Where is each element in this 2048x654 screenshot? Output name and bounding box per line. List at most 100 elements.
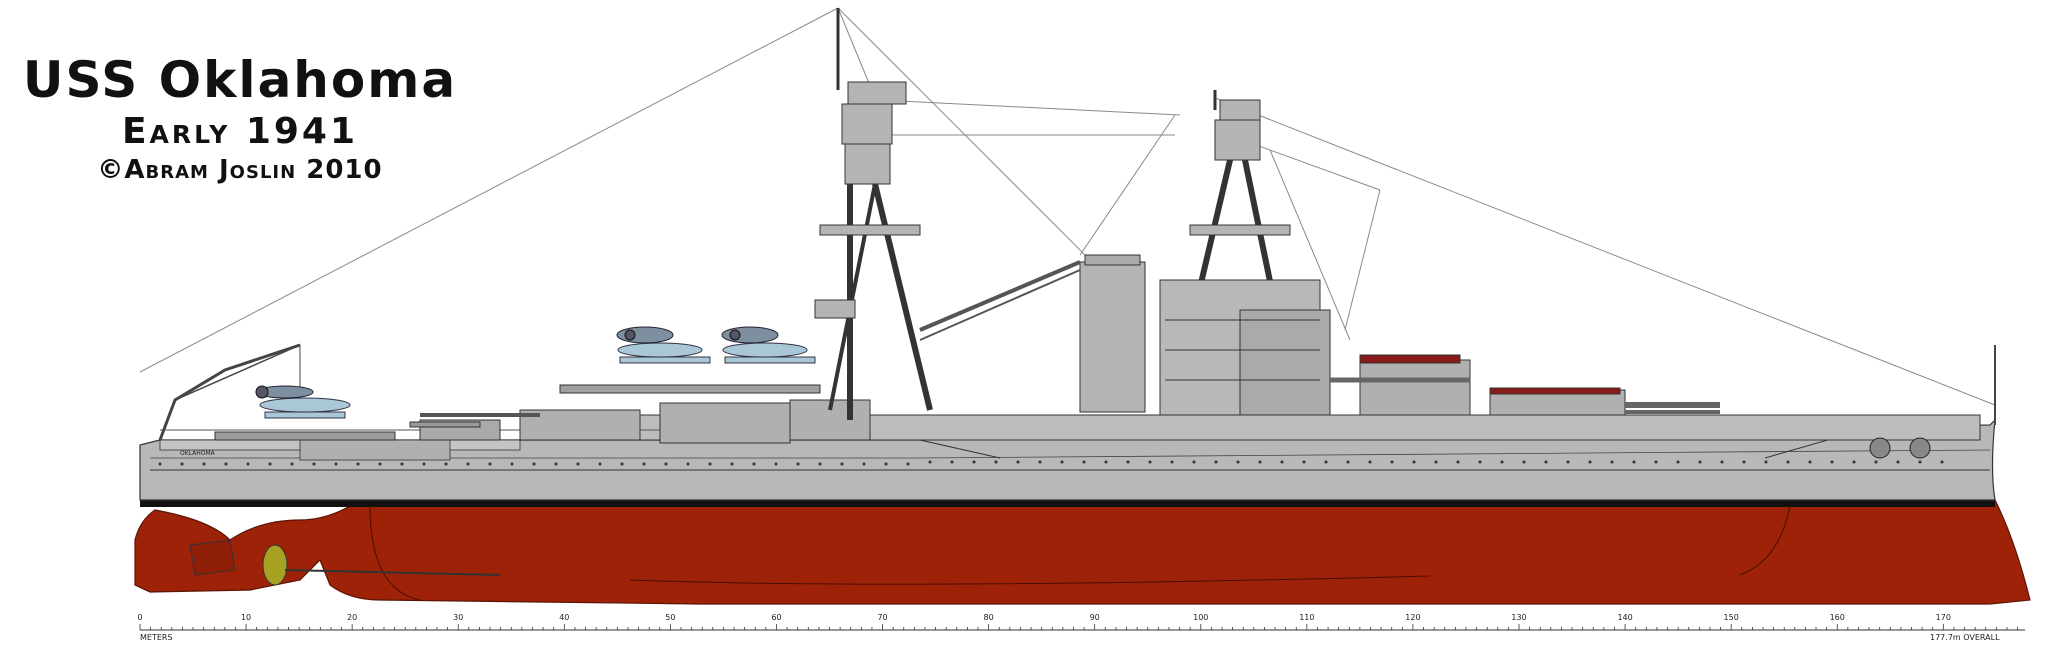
porthole xyxy=(1874,460,1878,464)
porthole xyxy=(1698,460,1702,464)
porthole xyxy=(1236,460,1240,464)
midships-floatplane-1 xyxy=(616,326,711,364)
scale-tick-label: 110 xyxy=(1299,613,1314,622)
forward-turrets xyxy=(1330,354,1720,416)
porthole xyxy=(1434,460,1438,464)
porthole xyxy=(708,462,712,466)
porthole xyxy=(752,462,756,466)
scale-tick-label: 60 xyxy=(771,613,781,622)
porthole xyxy=(1104,460,1108,464)
porthole xyxy=(488,462,492,466)
rudder-propeller xyxy=(189,539,501,586)
porthole xyxy=(840,462,844,466)
porthole xyxy=(1324,460,1328,464)
porthole xyxy=(1742,460,1746,464)
porthole xyxy=(1456,460,1460,464)
porthole xyxy=(1830,460,1834,464)
scale-tick-label: 30 xyxy=(453,613,463,622)
scale-tick-label: 20 xyxy=(347,613,357,622)
scale-tick-label: 170 xyxy=(1936,613,1951,622)
hull-name-label: OKLAHOMA xyxy=(180,450,216,457)
scale-tick-label: 90 xyxy=(1090,613,1100,622)
ship-title: USS Oklahoma xyxy=(22,51,458,109)
scale-tick-label: 0 xyxy=(137,613,142,622)
porthole xyxy=(1786,460,1790,464)
porthole xyxy=(576,462,580,466)
scale-unit-label: METERS xyxy=(140,633,173,642)
scale-tick-label: 140 xyxy=(1617,613,1632,622)
porthole xyxy=(290,462,294,466)
porthole xyxy=(554,462,558,466)
porthole xyxy=(1676,460,1680,464)
porthole xyxy=(1280,460,1284,464)
porthole xyxy=(532,462,536,466)
funnel xyxy=(919,254,1146,413)
porthole xyxy=(1500,460,1504,464)
porthole xyxy=(510,462,514,466)
porthole xyxy=(686,462,690,466)
porthole xyxy=(1764,460,1768,464)
porthole xyxy=(1522,460,1526,464)
porthole xyxy=(1126,460,1130,464)
scale-tick-label: 160 xyxy=(1830,613,1845,622)
rigging-lines xyxy=(139,7,1996,406)
scale-tick-label: 100 xyxy=(1193,613,1208,622)
porthole xyxy=(1478,460,1482,464)
aft-catapult xyxy=(158,343,396,441)
bow-anchors xyxy=(1869,437,1931,459)
porthole xyxy=(1368,460,1372,464)
porthole xyxy=(972,460,976,464)
porthole xyxy=(1016,460,1020,464)
porthole xyxy=(1610,460,1614,464)
porthole xyxy=(224,462,228,466)
porthole xyxy=(1896,460,1900,464)
porthole xyxy=(796,462,800,466)
porthole xyxy=(730,462,734,466)
porthole xyxy=(642,462,646,466)
forward-mast xyxy=(1159,90,1331,416)
scale-tick-label: 120 xyxy=(1405,613,1420,622)
ship-period: Early 1941 xyxy=(121,111,359,152)
porthole xyxy=(378,462,382,466)
porthole xyxy=(1412,460,1416,464)
midships-floatplane-2 xyxy=(721,326,816,364)
scale-tick-label: 130 xyxy=(1511,613,1526,622)
porthole xyxy=(466,462,470,466)
porthole xyxy=(400,462,404,466)
porthole xyxy=(268,462,272,466)
porthole xyxy=(1148,460,1152,464)
scale-tick-label: 70 xyxy=(877,613,887,622)
scale-overall-label: 177.7m OVERALL xyxy=(1930,633,2000,642)
porthole xyxy=(444,462,448,466)
porthole xyxy=(202,462,206,466)
porthole xyxy=(1808,460,1812,464)
porthole xyxy=(1302,460,1306,464)
porthole xyxy=(158,462,162,466)
porthole xyxy=(884,462,888,466)
porthole xyxy=(1654,460,1658,464)
portholes xyxy=(158,460,1944,466)
porthole xyxy=(1346,460,1350,464)
porthole xyxy=(862,462,866,466)
porthole xyxy=(1258,460,1262,464)
porthole xyxy=(180,462,184,466)
porthole xyxy=(1060,460,1064,464)
porthole xyxy=(1038,460,1042,464)
title-block: USS Oklahoma Early 1941 ©Abram Joslin 20… xyxy=(0,50,480,186)
scale-tick-label: 50 xyxy=(665,613,675,622)
aft-turrets xyxy=(409,409,641,441)
scale-tick-label: 10 xyxy=(241,613,251,622)
aft-mast xyxy=(814,8,933,420)
porthole xyxy=(664,462,668,466)
porthole xyxy=(246,462,250,466)
porthole xyxy=(1852,460,1856,464)
porthole xyxy=(1170,460,1174,464)
aft-floatplane xyxy=(255,385,351,419)
porthole xyxy=(1082,460,1086,464)
porthole xyxy=(950,460,954,464)
copyright-credit: ©Abram Joslin 2010 xyxy=(97,155,383,185)
porthole xyxy=(1544,460,1548,464)
porthole xyxy=(312,462,316,466)
